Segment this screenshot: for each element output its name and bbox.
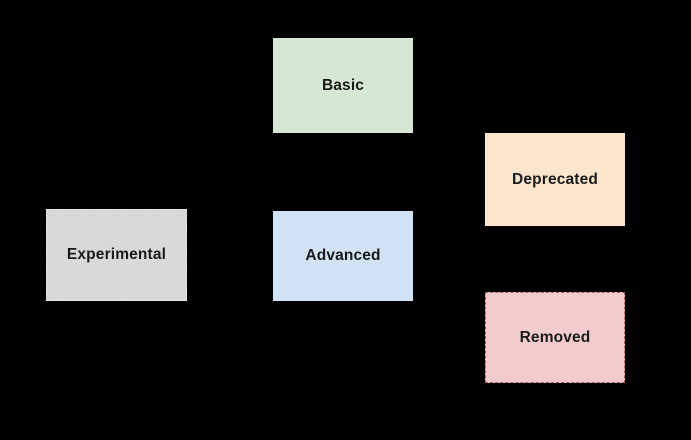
node-label-advanced: Advanced [305,247,381,265]
node-label-deprecated: Deprecated [512,170,598,188]
diagram-node-advanced[interactable]: Advanced [273,211,413,301]
node-label-experimental: Experimental [66,246,167,264]
diagram-node-experimental[interactable]: Experimental [46,209,187,301]
node-label-basic: Basic [321,76,365,94]
diagram-node-basic[interactable]: Basic [273,38,413,133]
diagram-node-deprecated[interactable]: Deprecated [485,133,625,226]
node-label-removed: Removed [519,328,591,346]
diagram-node-removed[interactable]: Removed [485,292,625,383]
